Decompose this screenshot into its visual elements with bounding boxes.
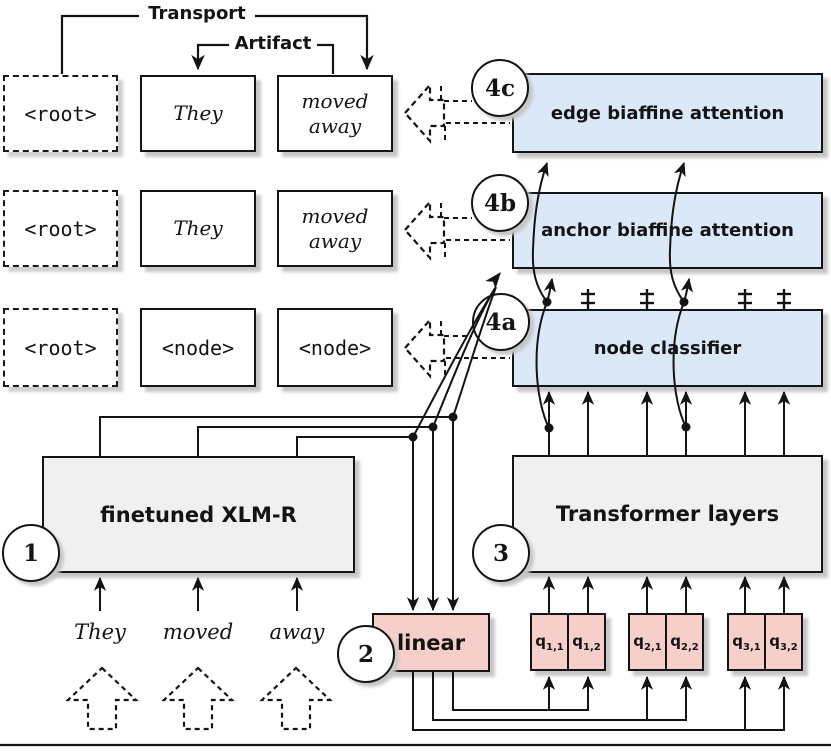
row3-node-1: <node> [140,308,256,387]
query-box-q21: q2,1 [628,613,667,671]
dashed-input-arrows [65,666,333,731]
transformer-layers-module: Transformer layers [512,455,823,573]
row1-node-moved-away: moved away [277,75,393,152]
stop-gradient-mark-icon [581,289,595,310]
step-badge-2: 2 [337,625,395,683]
input-token-moved: moved [162,620,234,644]
transformer-label: Transformer layers [555,502,780,526]
xlmr-encoder-module: finetuned XLM-R [42,456,355,573]
query-pair-3: q3,1 q3,2 [727,613,803,671]
row1-node-they: They [140,75,256,152]
row2-root-node: <root> [3,190,118,267]
query-box-q32: q3,2 [764,613,803,671]
dashed-left-arrow-icon [403,82,446,144]
row2-they-label: They [173,216,223,240]
dashed-left-arrow-icon [403,199,446,261]
step-badge-3: 3 [472,524,530,582]
stop-gradient-mark-icon [640,289,654,310]
input-token-they: They [74,620,126,644]
row3-root-label: <root> [24,335,97,360]
anchor-biaffine-attention-module: anchor biaffine attention [512,192,823,269]
relation-label-artifact: Artifact [229,33,317,54]
edge-biaffine-label: edge biaffine attention [550,102,785,124]
row3-node1-label: <node> [161,335,235,360]
edge-biaffine-attention-module: edge biaffine attention [512,73,823,153]
blocked-gradient-marks [581,289,791,310]
step-badge-1: 1 [2,524,60,582]
stop-gradient-mark-icon [738,289,752,310]
node-classifier-module: node classifier [512,309,823,387]
xlmr-label: finetuned XLM-R [100,502,297,527]
dashed-up-arrow-icon [65,666,139,731]
query-routing-lines [412,672,791,731]
row1-moved-away-label: moved away [301,88,369,138]
query-box-q31: q3,1 [727,613,766,671]
row2-moved-away-label: moved away [301,203,369,253]
query-box-q12: q1,2 [567,613,606,671]
row1-root-label: <root> [24,101,97,126]
anchor-biaffine-label: anchor biaffine attention [541,220,794,241]
linear-label: linear [396,630,466,655]
row2-node-moved-away: moved away [277,190,393,267]
stop-gradient-mark-icon [777,289,791,310]
dashed-up-arrow-icon [161,666,235,731]
row3-node2-label: <node> [298,335,372,360]
query-box-q22: q2,2 [665,613,704,671]
transport-edge-arrow [60,14,374,74]
dashed-left-arrow-icon [403,317,446,379]
row3-root-node: <root> [3,308,118,387]
query-input-arrows [542,575,791,613]
anchor-input-arrowhead [485,272,501,290]
row1-root-node: <root> [3,75,118,152]
relation-label-transport: Transport [139,3,255,24]
token-input-arrows [93,576,304,611]
relation-connectors [60,14,374,74]
row2-root-label: <root> [24,216,97,241]
transformer-to-node-arrows [542,390,791,455]
query-pair-2: q2,1 q2,2 [628,613,704,671]
node-classifier-label: node classifier [593,337,742,359]
row3-node-2: <node> [277,308,393,387]
step-badge-4b: 4b [471,174,529,232]
query-pair-1: q1,1 q1,2 [530,613,606,671]
input-token-away: away [269,620,325,644]
query-box-q11: q1,1 [530,613,569,671]
dashed-up-arrow-icon [259,666,333,731]
step-badge-4c: 4c [471,59,529,117]
row1-they-label: They [173,101,223,125]
step-badge-4a: 4a [472,293,530,351]
row2-node-they: They [140,190,256,267]
